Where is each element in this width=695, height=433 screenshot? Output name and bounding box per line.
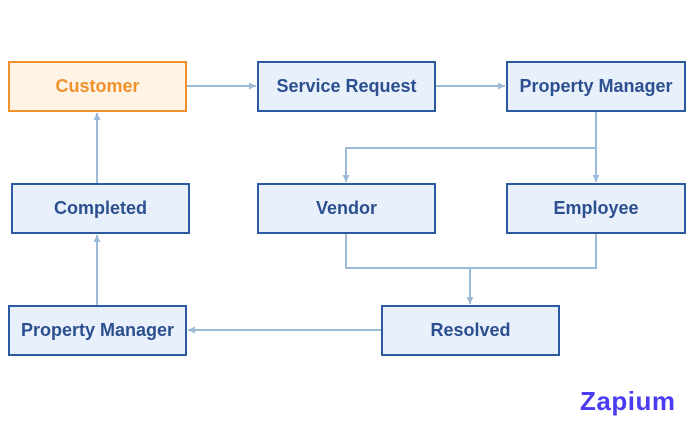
node-completed: Completed <box>11 183 190 234</box>
node-resolved: Resolved <box>381 305 560 356</box>
edge-property-manager-to-vendor <box>342 112 597 182</box>
brand-logo: Zapium <box>580 386 676 416</box>
node-employee: Employee <box>506 183 686 234</box>
edge-vendor-to-resolved <box>345 234 597 269</box>
node-customer: Customer <box>8 61 187 112</box>
node-property-manager-bottom: Property Manager <box>8 305 187 356</box>
node-vendor: Vendor <box>257 183 436 234</box>
node-property-manager-top: Property Manager <box>506 61 686 112</box>
node-service-request: Service Request <box>257 61 436 112</box>
